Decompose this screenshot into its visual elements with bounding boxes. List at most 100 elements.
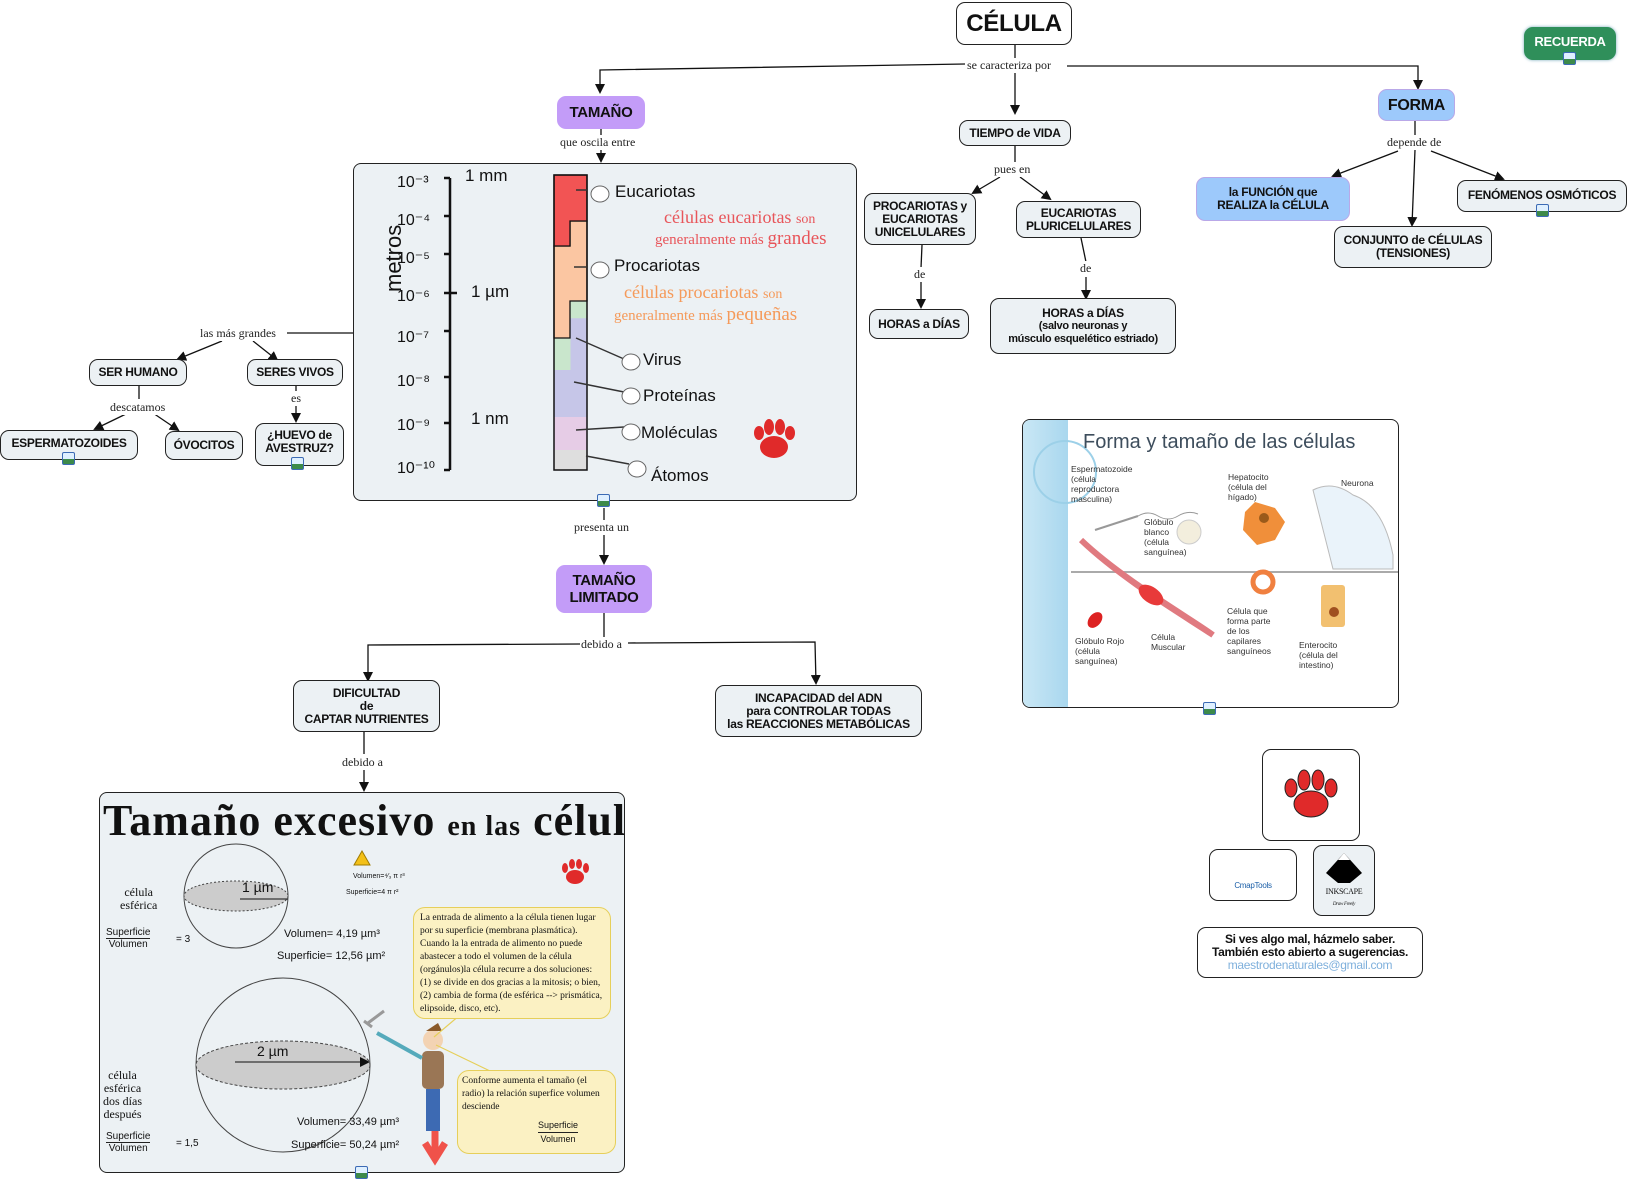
scientist-illustration	[363, 1009, 444, 1131]
node-ovocitos[interactable]: ÓVOCITOS	[165, 431, 243, 460]
node-label: ESPERMATOZOIDES	[11, 436, 127, 450]
inkscape-logo[interactable]: INKSCAPE Draw Freely	[1313, 845, 1375, 916]
node-forma[interactable]: FORMA	[1378, 89, 1455, 121]
link-descatamos: descatamos	[109, 400, 167, 415]
node-label: ¿HUEVO de AVESTRUZ?	[265, 428, 334, 455]
label-virus: Virus	[643, 350, 682, 369]
white-blood-cell	[1176, 519, 1202, 545]
image-attachment-icon[interactable]	[1563, 52, 1576, 65]
node-tamano-limitado[interactable]: TAMAÑO LIMITADO	[556, 565, 652, 613]
label-globulo-blanco: Glóbulo blanco (célula sanguínea)	[1144, 517, 1187, 557]
link-se-caracteriza-por: se caracteriza por	[966, 58, 1052, 73]
tick-label: 10⁻⁷	[397, 329, 430, 346]
small-ratio-value: = 3	[176, 934, 191, 945]
node-celula[interactable]: CÉLULA	[956, 2, 1072, 45]
capillary-cell	[1250, 569, 1276, 595]
maestro-logo[interactable]	[1262, 749, 1360, 841]
small-volume: Volumen= 4,19 µm³	[284, 928, 380, 940]
label-celula-muscular: Célula Muscular	[1151, 632, 1186, 652]
node-label: TAMAÑO LIMITADO	[569, 572, 639, 606]
link-pues-en: pues en	[993, 162, 1032, 177]
node-label: EUCARIOTAS PLURICELULARES	[1025, 205, 1132, 233]
axis-ticks: 10⁻³ 10⁻⁴ 10⁻⁵ 10⁻⁶ 10⁻⁷ 10⁻⁸ 10⁻⁹ 10⁻¹⁰	[397, 164, 435, 490]
unit-um: 1 µm	[471, 282, 510, 301]
image-attachment-icon[interactable]	[1536, 204, 1549, 217]
node-dificultad-captar-nutrientes[interactable]: DIFICULTAD de CAPTAR NUTRIENTES	[293, 680, 440, 732]
hepatocyte	[1243, 502, 1285, 545]
node-tamano[interactable]: TAMAÑO	[557, 96, 645, 129]
node-label: músculo esquelético estriado)	[1008, 332, 1158, 345]
forma-tamano-image[interactable]: Forma y tamaño de las células Espermatoz…	[1022, 419, 1399, 708]
maestro-paw-logo-small	[562, 859, 589, 884]
eucariotas-note-line2: generalmente más grandes	[655, 228, 827, 249]
link-depende-de: depende de	[1386, 135, 1443, 150]
tick-label: 10⁻⁵	[397, 250, 430, 267]
inkscape-sub: Draw Freely	[1332, 901, 1356, 907]
node-tiempo-de-vida[interactable]: TIEMPO de VIDA	[959, 120, 1071, 146]
maestro-paw-logo	[754, 419, 795, 458]
ratio-bubble: Conforme aumenta el tamaño (el radio) la…	[457, 1070, 616, 1154]
node-conjunto-de-celulas[interactable]: CONJUNTO de CÉLULAS (TENSIONES)	[1334, 226, 1492, 268]
label-atomos: Átomos	[651, 466, 709, 485]
node-label: SERES VIVOS	[256, 365, 334, 379]
big-radius-label: 2 µm	[257, 1043, 289, 1059]
node-ser-humano[interactable]: SER HUMANO	[89, 359, 187, 386]
node-label: PROCARIOTAS y EUCARIOTAS UNICELULARES	[873, 198, 967, 239]
divider	[1071, 571, 1398, 573]
node-eucariotas-pluricelulares[interactable]: EUCARIOTAS PLURICELULARES	[1016, 201, 1141, 238]
node-horas-a-dias[interactable]: HORAS a DÍAS	[869, 309, 969, 339]
image-attachment-icon[interactable]	[355, 1166, 368, 1179]
image-attachment-icon[interactable]	[597, 494, 610, 507]
node-incapacidad-adn[interactable]: INCAPACIDAD del ADN para CONTROLAR TODAS…	[715, 685, 922, 737]
unit-nm: 1 nm	[471, 409, 509, 428]
big-volume: Volumen= 33,49 µm³	[297, 1116, 400, 1128]
enterocyte	[1321, 585, 1345, 627]
cmaptools-logo[interactable]: CmapTools	[1209, 849, 1297, 901]
node-la-funcion[interactable]: la FUNCIÓN que REALIZA la CÉLULA	[1196, 177, 1350, 221]
label-globulo-rojo: Glóbulo Rojo (célula sanguínea)	[1075, 636, 1125, 666]
link-presenta-un: presenta un	[573, 520, 630, 535]
tick-label: 10⁻¹⁰	[397, 460, 435, 477]
cmaptools-label: CmapTools	[1234, 880, 1272, 890]
image-attachment-icon[interactable]	[62, 452, 75, 465]
image-attachment-icon[interactable]	[1203, 702, 1216, 715]
label-proteinas: Proteínas	[643, 386, 716, 405]
bar-moleculas	[554, 417, 587, 450]
image-attachment-icon[interactable]	[291, 457, 304, 470]
node-procariotas-eucariotas-unicelulares[interactable]: PROCARIOTAS y EUCARIOTAS UNICELULARES	[864, 193, 976, 245]
link-debido-a: debido a	[341, 755, 384, 770]
volume-formula: Volumen=⁴⁄₃ π r³	[353, 873, 405, 880]
link-de: de	[1079, 261, 1093, 276]
sperm-cell	[1094, 515, 1139, 531]
node-label: HORAS a DÍAS	[1042, 305, 1124, 320]
node-label: la FUNCIÓN que REALIZA la CÉLULA	[1217, 185, 1329, 212]
label-capilar: Célula que forma parte de los capilares …	[1227, 606, 1271, 656]
node-horas-a-dias-salvo[interactable]: HORAS a DÍAS (salvo neuronas y músculo e…	[990, 298, 1176, 354]
big-sphere-equator	[195, 1040, 371, 1090]
unit-mm: 1 mm	[465, 166, 508, 185]
tick-label: 10⁻⁹	[397, 417, 431, 434]
big-ratio-value: = 1,5	[176, 1138, 199, 1149]
node-label: DIFICULTAD	[332, 685, 401, 700]
size-scale-panel[interactable]: metros 10⁻³ 10⁻⁴ 10⁻⁵ 10⁻⁶ 10⁻⁷ 10⁻⁸ 10⁻…	[353, 163, 857, 501]
node-label: TIEMPO de VIDA	[969, 125, 1061, 140]
node-seres-vivos[interactable]: SERES VIVOS	[247, 359, 343, 386]
inkscape-icon	[1326, 852, 1362, 883]
tamano-excesivo-panel[interactable]: Tamaño excesivo en las células célulaesf…	[99, 792, 625, 1173]
node-label: HORAS a DÍAS	[878, 316, 960, 331]
email-link[interactable]: maestrodenaturales@gmail.com	[1227, 958, 1393, 972]
link-de: de	[913, 267, 927, 282]
label-enterocito: Enterocito (célula del intestino)	[1299, 640, 1338, 670]
node-label: CAPTAR NUTRIENTES	[304, 711, 429, 726]
label-eucariotas: Eucariotas	[615, 182, 696, 201]
cell-illustrations	[1078, 485, 1394, 638]
red-blood-cell	[1087, 612, 1103, 628]
eucariotas-note-line1: células eucariotas son	[664, 207, 816, 227]
tick-label: 10⁻⁸	[397, 373, 430, 390]
neuron	[1312, 485, 1394, 570]
tick-label: 10⁻⁴	[397, 212, 431, 229]
warning-icon	[353, 849, 371, 866]
